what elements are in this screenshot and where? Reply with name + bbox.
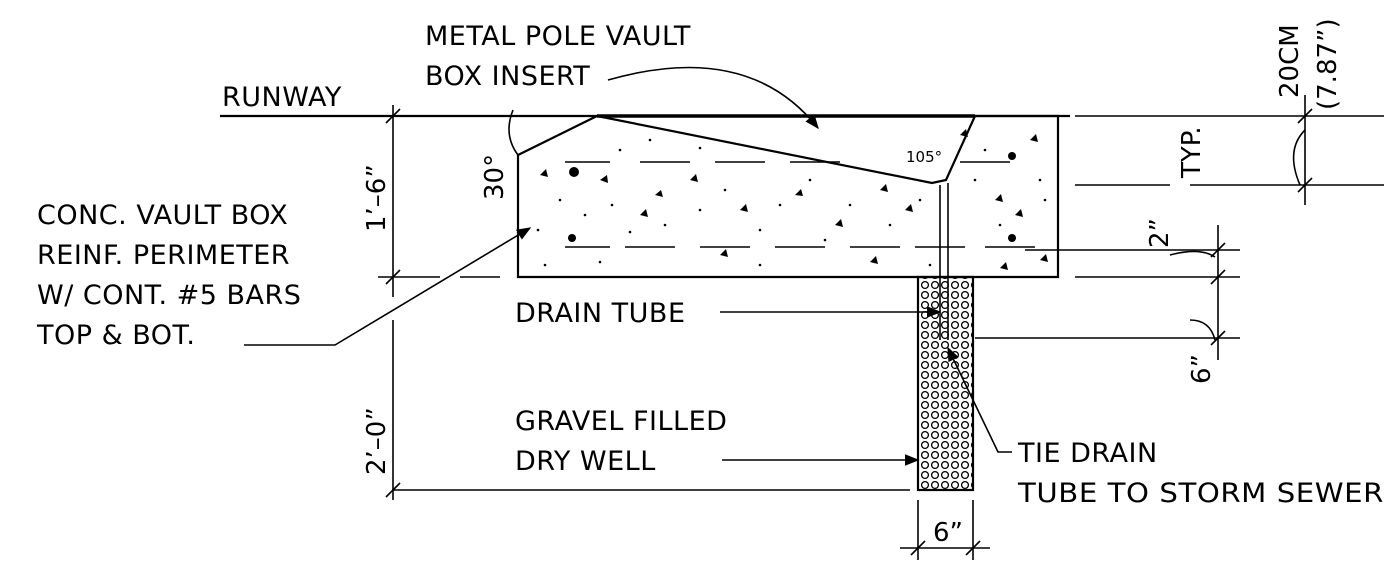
tie-drain-label-2: TUBE TO STORM SEWER (1017, 478, 1384, 509)
rebar-dots (568, 152, 1016, 242)
metal-insert-leader (607, 66, 819, 130)
well-width-dimension (900, 500, 990, 560)
concrete-vault-box (516, 114, 1060, 279)
conc-box-label-3: W/ CONT. #5 BARS (37, 280, 301, 311)
metal-insert-label-2: BOX INSERT (425, 61, 590, 92)
dimension-ticks-right (1210, 108, 1313, 346)
conc-box-label-4: TOP & BOT. (36, 320, 195, 351)
drain-tube-label: DRAIN TUBE (515, 298, 686, 329)
conc-box-leader (244, 227, 532, 346)
dimension-lines-right (975, 95, 1384, 360)
well-depth-dim: 2’–0” (362, 407, 392, 475)
box-depth-dim: 1’–6” (362, 164, 392, 232)
typ-label: TYP. (1177, 126, 1207, 179)
concrete-aggregate-texture (536, 129, 1048, 270)
well-width-dim: 6” (933, 518, 963, 548)
conc-box-label-2: REINF. PERIMETER (37, 240, 290, 271)
spacing-6-dim: 6” (1187, 354, 1217, 384)
gravel-label-1: GRAVEL FILLED (515, 406, 727, 437)
angle-105-dim: 105° (906, 148, 942, 166)
dimension-lines-left (378, 105, 910, 500)
metal-insert-slope (596, 114, 977, 185)
runway-label: RUNWAY (222, 82, 342, 113)
tie-drain-label-1: TIE DRAIN (1017, 438, 1158, 469)
cover-2-dim: 2” (1145, 218, 1175, 248)
conc-box-label-1: CONC. VAULT BOX (37, 200, 288, 231)
gravel-label-2: DRY WELL (515, 446, 656, 477)
metal-insert-label-1: METAL POLE VAULT (425, 21, 691, 52)
spacing-6-leader (1189, 319, 1216, 341)
angle-30-dim: 30° (480, 154, 510, 200)
cover-2-leader (1169, 250, 1216, 258)
insert-inches-dim: (7.87”) (1313, 18, 1343, 110)
angle-30-arc (508, 109, 519, 156)
insert-20cm-dim: 20CM (1275, 24, 1305, 98)
typ-leader (1292, 129, 1306, 186)
tie-drain-leader (947, 346, 1012, 453)
